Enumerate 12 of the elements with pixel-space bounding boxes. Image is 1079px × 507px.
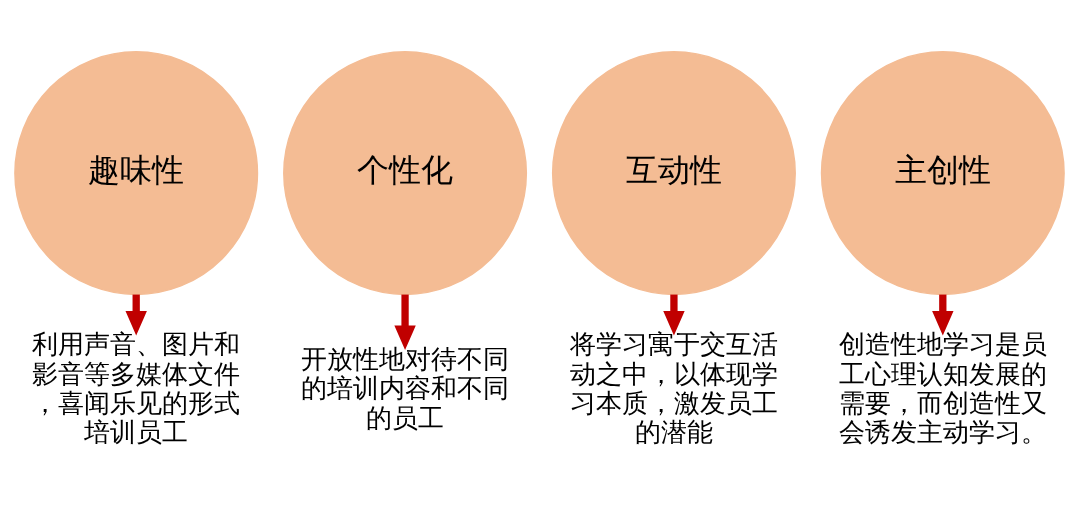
node-text: 创造性地学习是员工心理认知发展的需要，而创造性又会诱发主动学习。 (838, 329, 1047, 448)
node-circle: 个性化 (283, 51, 528, 296)
node-circle: 互动性 (551, 51, 796, 296)
node-circle: 趣味性 (14, 51, 259, 296)
node-text: 开放性地对待不同的培训内容和不同的员工 (301, 344, 510, 433)
arrow (394, 294, 416, 350)
node-text: 将学习寓于交互活动之中，以体现学习本质，激发员工的潜能 (569, 329, 778, 448)
arrow (125, 294, 147, 336)
arrow (663, 294, 685, 336)
node-text: 利用声音、图片和影音等多媒体文件，喜闻乐见的形式培训员工 (32, 329, 241, 448)
arrow (932, 294, 954, 336)
node-circle: 主创性 (820, 51, 1065, 296)
